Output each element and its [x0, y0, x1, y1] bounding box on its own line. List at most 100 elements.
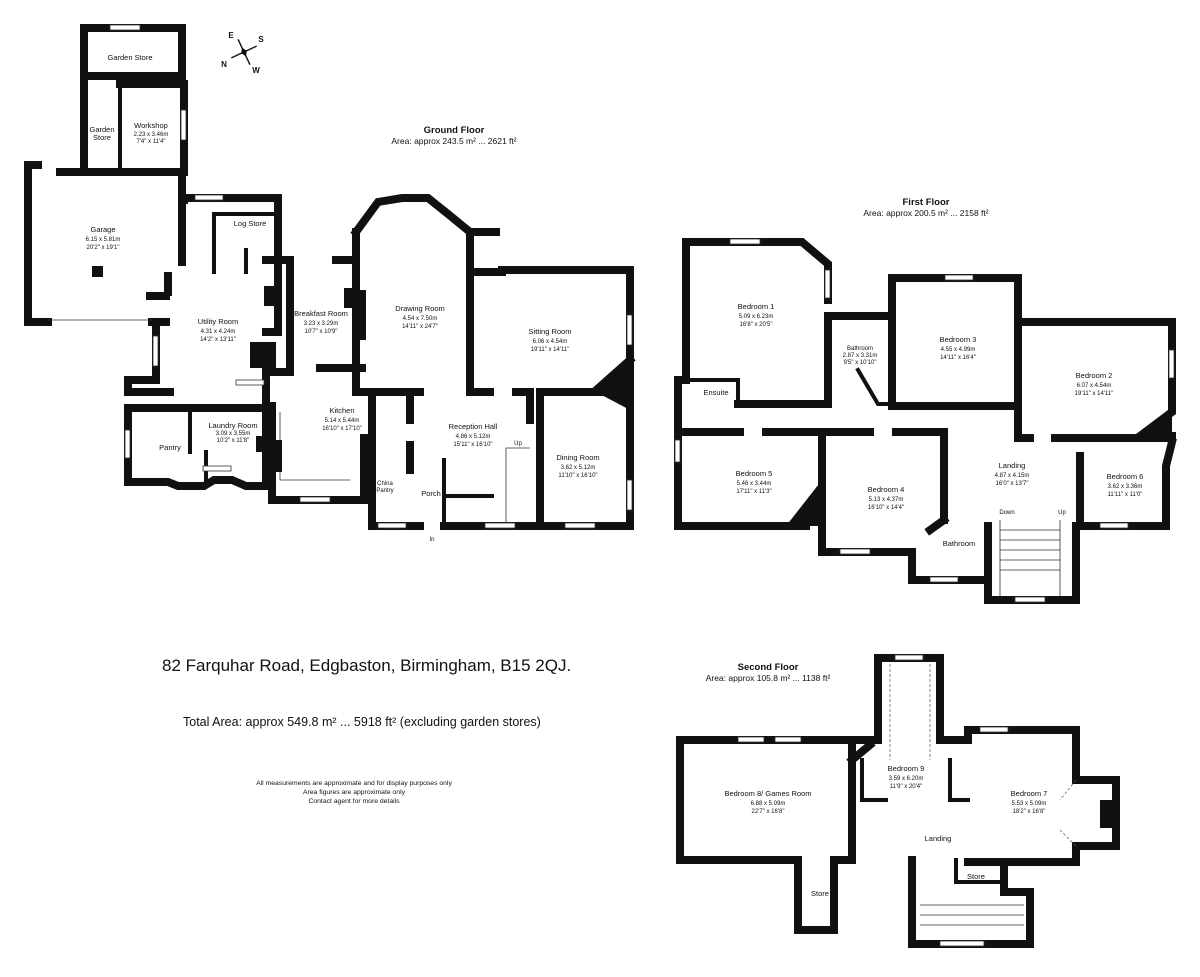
gf-utility-dim-ft: 14'2" x 13'11" — [200, 337, 236, 343]
sf-store-right: Store — [967, 872, 985, 881]
ff-ensuite: Ensuite — [703, 388, 728, 397]
sf-bedroom7-dim-ft: 18'2" x 16'8" — [1013, 809, 1046, 815]
sf-bedroom7-name: Bedroom 7 — [1011, 789, 1048, 798]
gf-china-pantry: China — [377, 481, 393, 487]
ff-bathroom-small-name: Bathroom — [847, 346, 873, 352]
ff-bedroom3-dim-ft: 14'11" x 16'4" — [940, 355, 976, 361]
ff-stairs-down: Down — [999, 510, 1014, 516]
ff-landing-dim-m: 4.87 x 4.15m — [995, 473, 1030, 479]
disclaimer: All measurements are approximate and for… — [254, 779, 454, 806]
gf-garage-name: Garage — [90, 225, 115, 234]
gf-garage-dim-m: 6.15 x 5.81m — [86, 237, 121, 243]
gf-breakfast-dim-ft: 10'7" x 10'9" — [305, 329, 338, 335]
sf-landing: Landing — [925, 834, 952, 843]
ff-title: First Floor — [903, 197, 950, 208]
gf-utility-name: Utility Room — [198, 317, 238, 326]
compass: E S N W — [221, 31, 264, 75]
gf-dining-dim-ft: 11'10" x 16'10" — [558, 473, 597, 479]
ff-landing-name: Landing — [999, 461, 1026, 470]
second-floor-plan — [676, 654, 1120, 948]
gf-utility-dim-m: 4.31 x 4.24m — [201, 329, 236, 335]
gf-garden-store-left: Garden — [89, 125, 114, 134]
ground-floor-plan — [24, 24, 636, 530]
ff-stairs-up: Up — [1058, 510, 1066, 516]
sf-bedroom9-dim-m: 3.59 x 6.20m — [889, 776, 924, 782]
ff-bedroom6-name: Bedroom 6 — [1107, 472, 1144, 481]
ff-landing-dim-ft: 16'0" x 13'7" — [996, 481, 1029, 487]
sf-area: Area: approx 105.8 m² ... 1138 ft² — [706, 673, 831, 683]
ff-bedroom1-dim-ft: 16'8" x 20'5" — [740, 322, 773, 328]
ff-bathroom-small-dim-m: 2.87 x 3.31m — [843, 353, 878, 359]
gf-workshop-name: Workshop — [134, 121, 168, 130]
gf-porch: Porch — [421, 489, 441, 498]
gf-dining-name: Dining Room — [556, 453, 599, 462]
gf-pantry: Pantry — [159, 443, 181, 452]
sf-title: Second Floor — [738, 662, 799, 673]
ff-bedroom5-dim-m: 5.46 x 3.44m — [737, 481, 772, 487]
sf-bedroom9-dim-ft: 11'9" x 20'4" — [890, 784, 922, 790]
gf-workshop-dim-ft: 7'4" x 11'4" — [136, 139, 165, 145]
disclaimer-line: Contact agent for more details — [308, 798, 400, 805]
gf-kitchen-dim-m: 5.14 x 5.44m — [325, 418, 360, 424]
ff-bedroom2-dim-m: 6.07 x 4.54m — [1077, 383, 1112, 389]
gf-sitting-name: Sitting Room — [529, 327, 572, 336]
ff-bedroom1-dim-m: 5.09 x 6.23m — [739, 314, 774, 320]
ff-bedroom2-name: Bedroom 2 — [1076, 371, 1113, 380]
gf-garden-store-top: Garden Store — [107, 53, 152, 62]
ff-bedroom4-dim-ft: 16'10" x 14'4" — [868, 505, 904, 511]
gf-drawing-dim-m: 4.54 x 7.50m — [403, 316, 438, 322]
gf-dining-dim-m: 3.62 x 5.12m — [561, 465, 596, 471]
gf-boiler-label: B — [260, 441, 266, 450]
gf-reception-dim-ft: 15'11" x 16'10" — [453, 442, 492, 448]
ff-bedroom4-dim-m: 5.13 x 4.37m — [869, 497, 904, 503]
gf-drawing-name: Drawing Room — [395, 304, 445, 313]
ff-bedroom2-dim-ft: 19'11" x 14'11" — [1075, 391, 1114, 397]
sf-bedroom7-dim-m: 5.53 x 5.09m — [1012, 801, 1047, 807]
compass-e: E — [228, 31, 234, 40]
gf-kitchen-dim-ft: 16'10" x 17'10" — [322, 426, 362, 432]
total-area: Total Area: approx 549.8 m² ... 5918 ft²… — [183, 715, 541, 729]
ff-bedroom3-name: Bedroom 3 — [940, 335, 977, 344]
compass-n: N — [221, 60, 227, 69]
ff-bathroom-small-dim-ft: 9'5" x 10'10" — [844, 360, 877, 366]
ff-bedroom4-name: Bedroom 4 — [868, 485, 905, 494]
gf-garden-store-left-2: Store — [93, 133, 111, 142]
sf-bedroom8-name: Bedroom 8/ Games Room — [724, 789, 811, 798]
disclaimer-line: All measurements are approximate and for… — [256, 780, 452, 787]
gf-workshop-dim-m: 2.23 x 3.46m — [134, 132, 169, 138]
sf-store-left: Store — [811, 889, 829, 898]
ff-bedroom1-name: Bedroom 1 — [738, 302, 775, 311]
sf-bedroom8-dim-m: 6.88 x 5.09m — [751, 801, 786, 807]
first-floor-plan — [674, 238, 1177, 604]
compass-w: W — [252, 66, 260, 75]
gf-sitting-dim-m: 6.06 x 4.54m — [533, 339, 568, 345]
sf-bedroom9-name: Bedroom 9 — [888, 764, 925, 773]
gf-title: Ground Floor — [424, 125, 485, 136]
gf-breakfast-dim-m: 3.23 x 3.29m — [304, 321, 339, 327]
gf-sitting-dim-ft: 19'11" x 14'11" — [531, 347, 570, 353]
gf-laundry-dim-ft: 10'2" x 11'8" — [217, 438, 249, 444]
sf-bedroom8-dim-ft: 22'7" x 16'8" — [752, 809, 785, 815]
gf-garage-dim-ft: 20'2" x 19'1" — [87, 245, 120, 251]
disclaimer-line: Area figures are approximate only — [302, 789, 405, 796]
ff-bathroom-name: Bathroom — [943, 539, 976, 548]
ff-bedroom6-dim-m: 3.62 x 3.36m — [1108, 484, 1143, 490]
ff-bedroom5-name: Bedroom 5 — [736, 469, 773, 478]
property-address: 82 Farquhar Road, Edgbaston, Birmingham,… — [162, 656, 572, 675]
compass-s: S — [258, 35, 264, 44]
gf-kitchen-name: Kitchen — [329, 406, 354, 415]
ff-bedroom5-dim-ft: 17'11" x 11'3" — [736, 489, 771, 495]
gf-reception-dim-m: 4.86 x 5.12m — [456, 434, 491, 440]
gf-area: Area: approx 243.5 m² ... 2621 ft² — [391, 136, 516, 146]
gf-drawing-dim-ft: 14'11" x 24'7" — [402, 324, 438, 330]
ff-bedroom6-dim-ft: 11'11" x 11'0" — [1108, 492, 1143, 498]
ff-bedroom3-dim-m: 4.55 x 4.99m — [941, 347, 976, 353]
gf-entrance: In — [429, 537, 434, 543]
gf-log-store: Log Store — [234, 219, 267, 228]
gf-reception-name: Reception Hall — [449, 422, 498, 431]
gf-laundry-name: Laundry Room — [208, 421, 257, 430]
gf-stairs-up: Up — [514, 441, 522, 447]
gf-laundry-dim-m: 3.09 x 3.55m — [216, 431, 251, 437]
gf-china-pantry-2: Pantry — [376, 488, 393, 494]
